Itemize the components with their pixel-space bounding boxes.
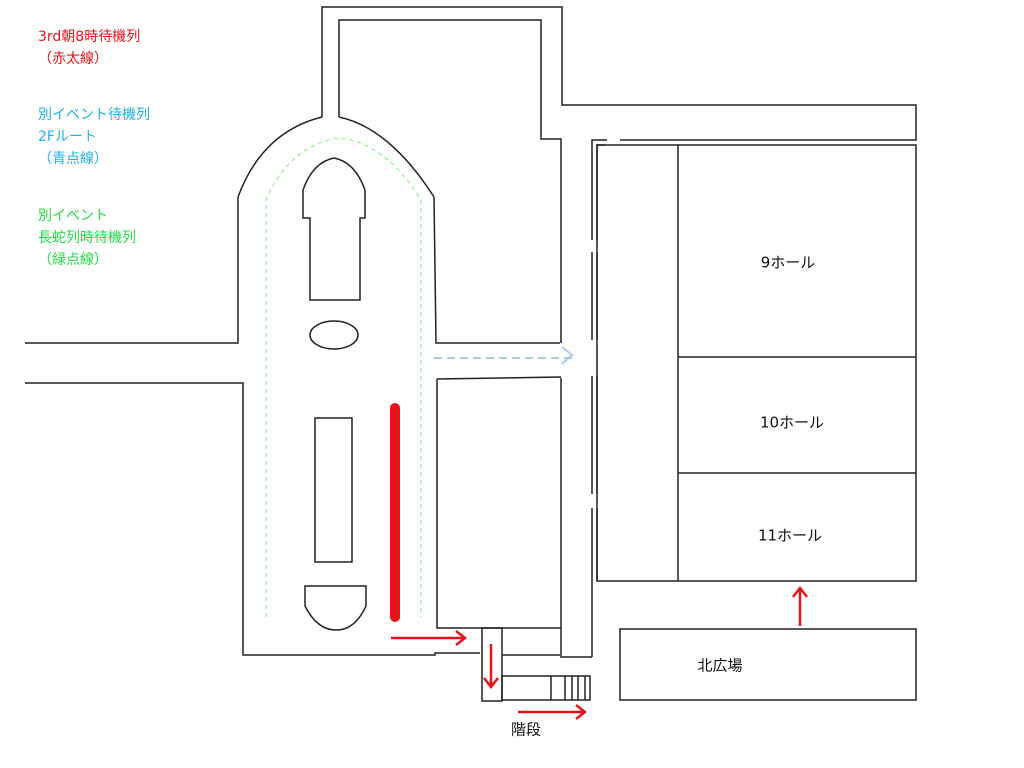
- main-hall-right-wall: [433, 196, 560, 344]
- bowl-shape: [304, 585, 367, 631]
- arrow-up-icon: [792, 585, 808, 626]
- main-hall-arch: [237, 116, 435, 198]
- legend-red: 3rd朝8時待機列 （赤太線）: [38, 26, 140, 70]
- hall-block: [596, 144, 917, 582]
- legend-red-title: 3rd朝8時待機列: [38, 29, 141, 45]
- tower-outer-wall: [321, 6, 917, 141]
- arrow-right-icon: [518, 704, 588, 720]
- legend-green-title: 別イベント: [38, 208, 108, 224]
- walls: [25, 6, 917, 702]
- monument-shape: [302, 157, 366, 301]
- arrow-down-icon: [483, 644, 499, 690]
- red-arrows: [391, 585, 808, 720]
- hall-10-label: 10ホール: [759, 413, 825, 432]
- double-wall: [591, 139, 607, 657]
- fountain-ellipse: [309, 320, 359, 350]
- left-road-top-wall: [25, 197, 239, 344]
- legend-blue-title: 別イベント待機列: [38, 107, 150, 123]
- stair-box: [501, 675, 591, 701]
- corridor-left-wall: [560, 378, 592, 658]
- planter-rect: [314, 417, 353, 563]
- stairs-label: 階段: [510, 720, 542, 739]
- inner-building: [436, 376, 562, 629]
- green-queue-line: [265, 137, 422, 617]
- blue-route-arrow: [434, 346, 574, 365]
- tower-inner-wall: [338, 19, 562, 343]
- hall-9-label: 9ホール: [760, 253, 816, 272]
- hall-11-label: 11ホール: [757, 526, 823, 545]
- legend-blue-sub: （青点線）: [38, 151, 108, 167]
- legend-green-desc: 長蛇列時待機列: [38, 230, 136, 246]
- legend-green-sub: （緑点線）: [38, 252, 108, 268]
- left-road-bottom-wall: [25, 382, 480, 656]
- arrow-right-icon: [391, 630, 468, 646]
- legend-blue-route: 2Fルート: [38, 129, 97, 145]
- legend-green: 別イベント長蛇列時待機列 （緑点線）: [38, 205, 136, 271]
- north-plaza-label: 北広場: [697, 656, 743, 675]
- stair-steps-icon: [550, 676, 586, 700]
- legend-blue: 別イベント待機列 2Fルート （青点線）: [38, 104, 150, 170]
- legend-red-sub: （赤太線）: [38, 51, 108, 67]
- stair-landing: [481, 627, 503, 702]
- north-plaza: [619, 628, 917, 701]
